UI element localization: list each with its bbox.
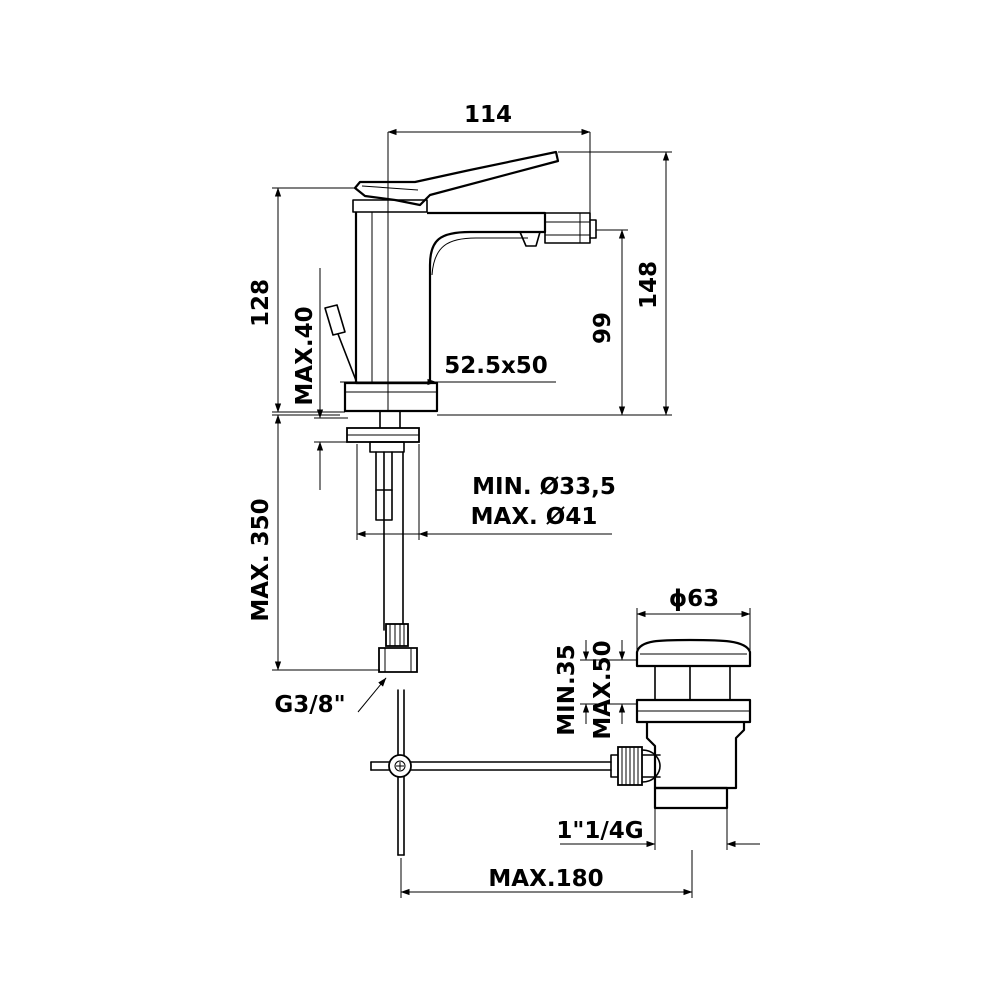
waste-flange (635, 698, 752, 724)
waste-drain (610, 638, 752, 810)
body-shell (354, 211, 547, 385)
dim-waste-thread: 1"1/4G (556, 818, 643, 844)
dim-rod-max-180: MAX.180 (488, 866, 603, 892)
base-plate (343, 381, 439, 413)
popup-linkage (370, 689, 612, 856)
dim-hose-max-350: MAX. 350 (248, 498, 274, 621)
dimension-lines (272, 128, 760, 898)
dim-hole-max: MAX. Ø41 (471, 504, 598, 530)
dim-hose-thread: G3/8" (274, 692, 345, 718)
lever-handle (353, 150, 560, 207)
dim-height-99: 99 (590, 312, 616, 344)
dim-base-52-5x50: 52.5x50 (444, 353, 548, 379)
popup-rod (324, 304, 346, 336)
dim-waste-max-50: MAX.50 (590, 640, 616, 739)
dim-max-40: MAX.40 (292, 306, 318, 405)
mounting-assembly (346, 410, 420, 673)
dim-height-128: 128 (248, 279, 274, 327)
waste-tail (653, 786, 729, 810)
dim-waste-diameter: ϕ63 (669, 586, 719, 612)
hose-nut (378, 647, 418, 673)
dim-waste-min-35: MIN.35 (554, 644, 580, 735)
cartridge-cap (352, 199, 428, 213)
spout-nozzle (544, 212, 591, 244)
dim-height-148: 148 (636, 261, 662, 309)
dim-hole-min: MIN. Ø33,5 (472, 474, 616, 500)
flexible-hose (383, 451, 404, 631)
hose-connector (385, 623, 409, 647)
waste-body (645, 722, 746, 790)
dim-width-114: 114 (464, 102, 512, 128)
waste-cap (635, 638, 752, 668)
